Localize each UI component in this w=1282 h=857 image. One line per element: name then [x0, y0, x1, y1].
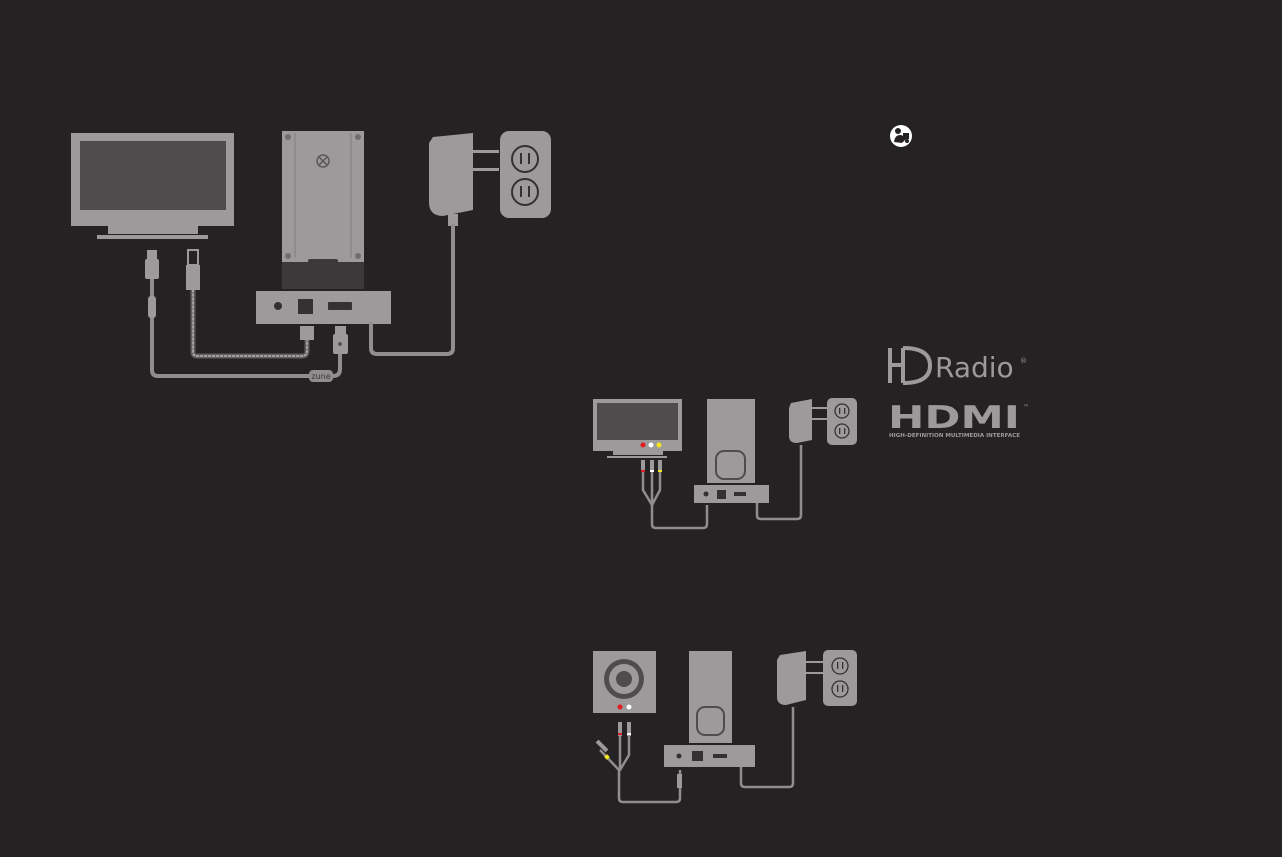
main-power-adapter [429, 133, 499, 226]
small-power-2 [777, 650, 857, 706]
main-dock [256, 291, 391, 324]
zune-cable-label: zune [311, 372, 330, 381]
hd-radio-text: Radio [935, 351, 1014, 384]
hd-radio-logo: Radio ® [890, 348, 1027, 384]
main-zune-device [282, 131, 364, 289]
hdmi-text: HDMI [888, 400, 1020, 436]
small-zune-dock-2 [664, 651, 755, 767]
speaker [593, 651, 656, 713]
small-zune-dock-1 [694, 399, 769, 503]
hdmi-tm-mark: ™ [1023, 404, 1029, 411]
main-tv [71, 133, 234, 239]
speaker-diagram [593, 650, 857, 802]
small-tv [593, 399, 682, 458]
small-power-1 [789, 398, 857, 445]
composite-tv-diagram [593, 398, 857, 528]
main-diagram: zune [71, 131, 551, 382]
hd-radio-reg-mark: ® [1020, 357, 1027, 365]
info-person-icon [890, 125, 912, 147]
hdmi-logo: HDMI ™ HIGH-DEFINITION MULTIMEDIA INTERF… [888, 400, 1029, 439]
main-wall-outlet [500, 131, 551, 218]
hdmi-subtitle: HIGH-DEFINITION MULTIMEDIA INTERFACE [889, 433, 1020, 439]
